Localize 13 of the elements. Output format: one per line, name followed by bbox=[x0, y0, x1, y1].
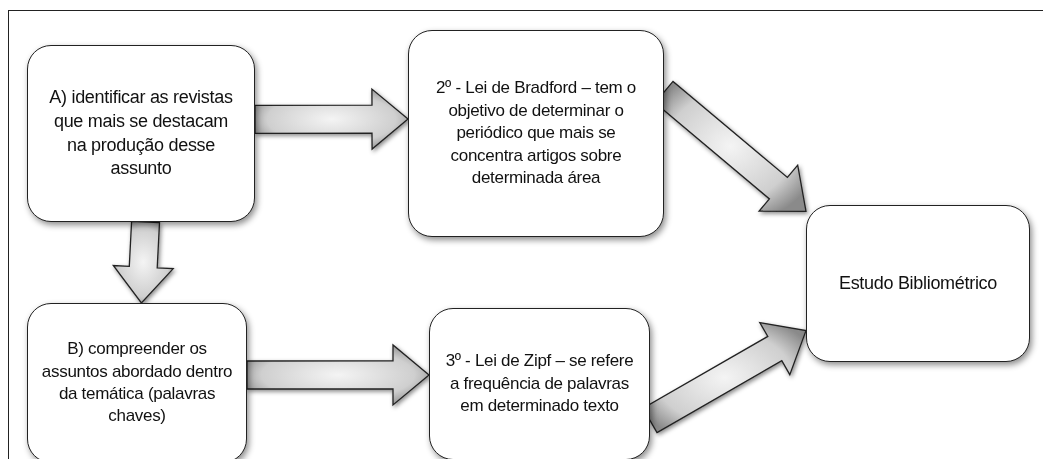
box-text: B) compreender os assuntos abordado dentro da temática (palavras chaves) bbox=[40, 338, 234, 428]
block-arrow bbox=[246, 343, 430, 407]
box-text: A) identificar as revistas que mais se destacam na produção desse assunto bbox=[48, 86, 234, 181]
box-text: Estudo Bibliométrico bbox=[838, 271, 998, 295]
block-arrow bbox=[111, 220, 175, 304]
process-box bbox=[429, 308, 650, 459]
box-text: 3º - Lei de Zipf – se refere a frequência de palavras em determinado texto bbox=[444, 350, 635, 418]
process-box bbox=[408, 30, 664, 237]
box-text: 2º - Lei de Bradford – tem o objetivo de determinar o periódico que mais se concentra artigos sobre determinada área bbox=[434, 77, 637, 190]
block-arrow bbox=[254, 87, 409, 151]
process-box bbox=[27, 303, 247, 459]
process-box bbox=[27, 45, 255, 222]
process-box bbox=[806, 205, 1030, 362]
